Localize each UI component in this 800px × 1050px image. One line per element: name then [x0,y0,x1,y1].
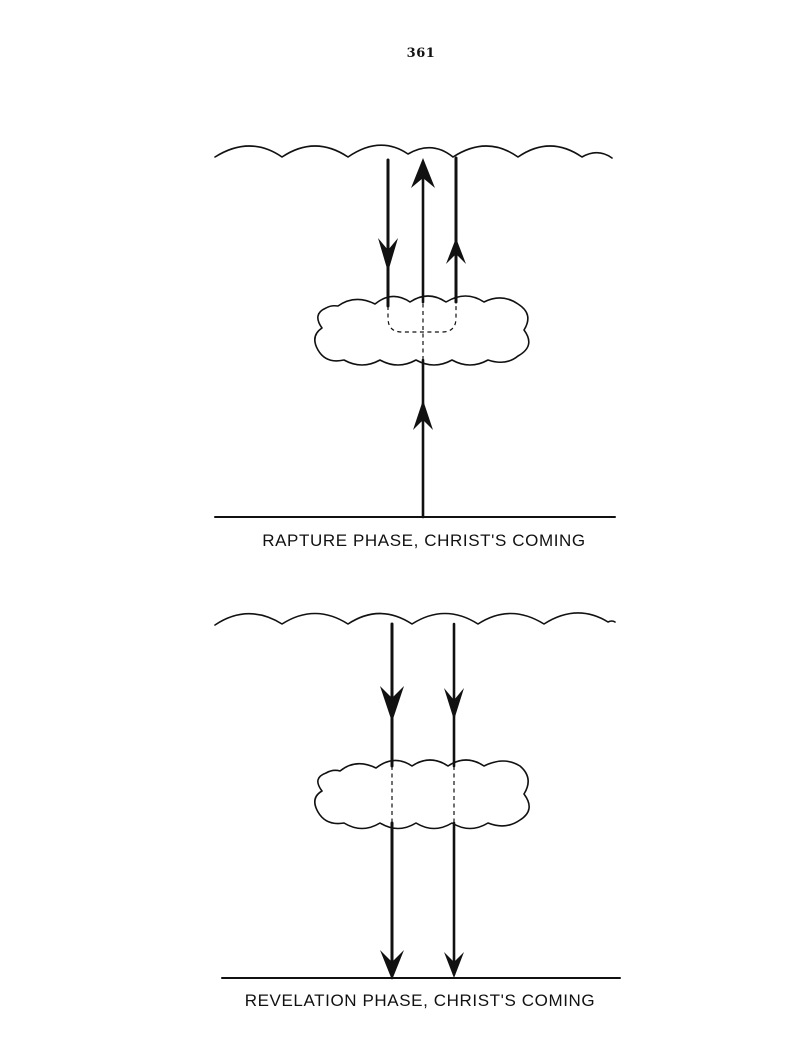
descent-arrow [378,238,398,272]
return-arrow [446,238,466,264]
heaven-line [214,144,613,159]
rapture-caption: RAPTURE PHASE, CHRIST'S COMING [262,531,586,550]
heaven-line [214,612,616,626]
page-number: 361 [406,46,436,61]
revelation-caption: REVELATION PHASE, CHRIST'S COMING [245,991,596,1010]
meeting-dashed-path [387,302,457,333]
descent-arrow-right-upper [444,688,464,720]
rising-arrow-lower [413,400,433,430]
descent-arrow-right-lower [444,952,464,978]
descent-arrow-left-lower [380,950,404,980]
descent-arrow-left-upper [380,686,404,722]
rapture-panel: RAPTURE PHASE, CHRIST'S COMING [214,144,616,550]
cloud-shape [314,295,530,366]
cloud-shape [314,759,530,830]
revelation-panel: REVELATION PHASE, CHRIST'S COMING [214,612,621,1010]
rising-arrow-upper [411,158,435,188]
